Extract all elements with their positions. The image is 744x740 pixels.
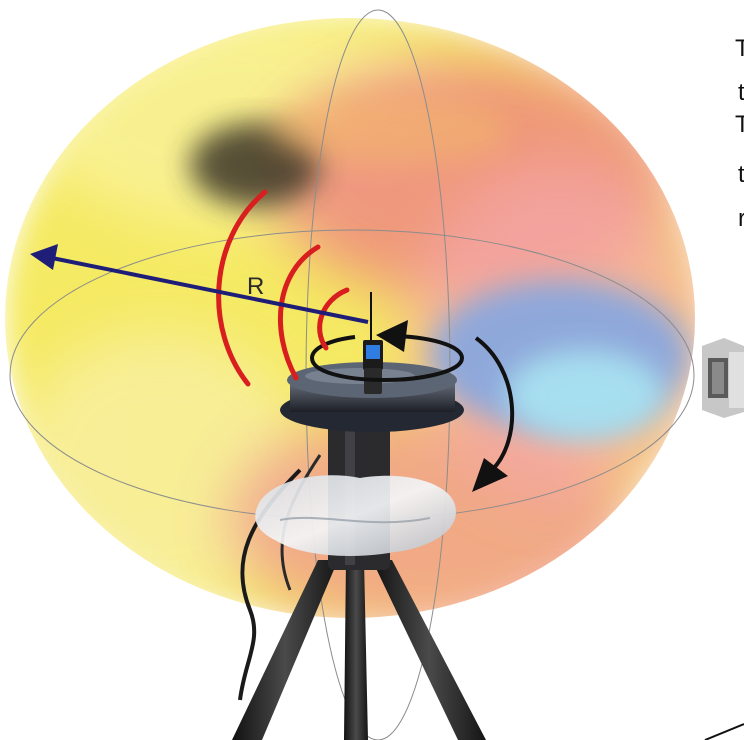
cropped-text-fragment-3: T <box>735 111 744 138</box>
radius-arrow: R <box>30 244 369 324</box>
emission-wave-inner <box>317 287 350 351</box>
tripod <box>232 410 486 740</box>
cropped-text-fragment-5: r <box>738 205 744 232</box>
elevation-rotation-arrow <box>472 336 515 492</box>
tripod-leg-center <box>344 560 368 740</box>
emission-wave-outer <box>216 189 268 387</box>
tripod-bag-fold <box>279 516 431 524</box>
tripod-bag <box>255 475 456 556</box>
cropped-text-fragment-2: t <box>738 79 744 106</box>
cropped-side-text: T t T t r <box>735 35 744 232</box>
radio-screen <box>366 345 380 359</box>
cropped-text-fragment-4: t <box>738 161 744 188</box>
azimuth-rotation-arrow <box>309 320 465 383</box>
radius-label: R <box>247 273 264 300</box>
bottom-right-line-fragment <box>704 723 744 740</box>
pattern-orange-band <box>270 95 510 165</box>
cropped-text-fragment-1: T <box>735 35 744 62</box>
pattern-cyan-region <box>505 350 665 440</box>
tripod-leg-right <box>372 560 486 740</box>
tripod-leg-left <box>232 560 338 740</box>
handheld-radio-icon <box>363 292 383 394</box>
measurement-probe-icon <box>702 338 744 418</box>
